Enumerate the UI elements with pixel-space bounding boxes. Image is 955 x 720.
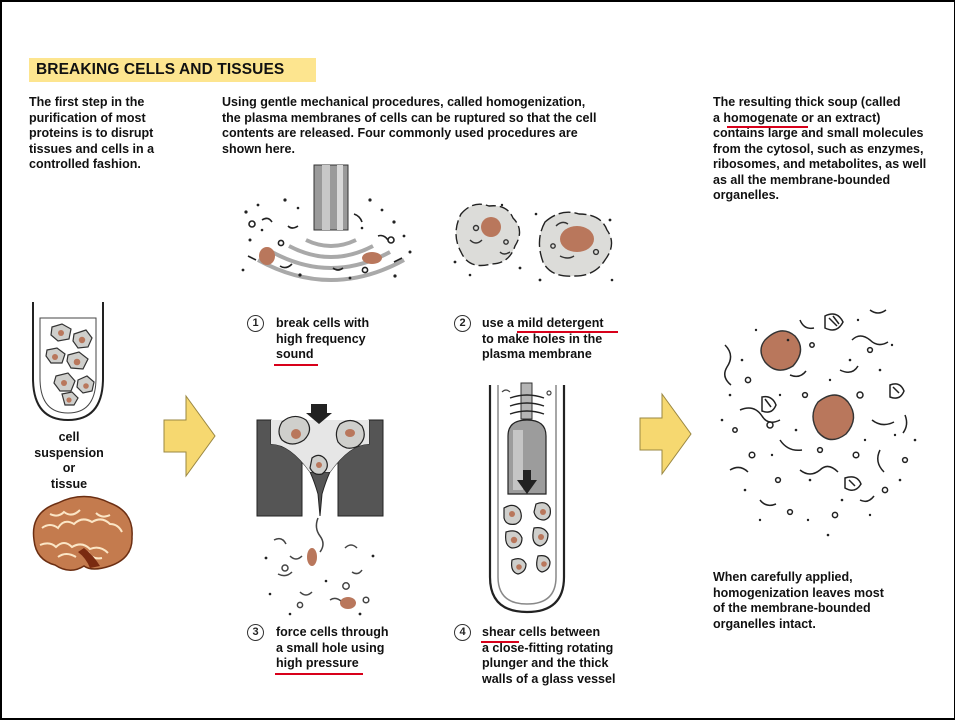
sonicator-illustration (242, 165, 412, 280)
arrow-to-procedures (164, 396, 215, 476)
detergent-illustration (454, 204, 614, 282)
brain-tissue-icon (34, 497, 133, 571)
arrow-to-homogenate (640, 394, 691, 474)
cell-suspension-tube (33, 302, 103, 420)
homogenate-illustration (721, 310, 917, 536)
pressure-illustration (257, 404, 383, 615)
shear-homogenizer-illustration (490, 383, 564, 612)
